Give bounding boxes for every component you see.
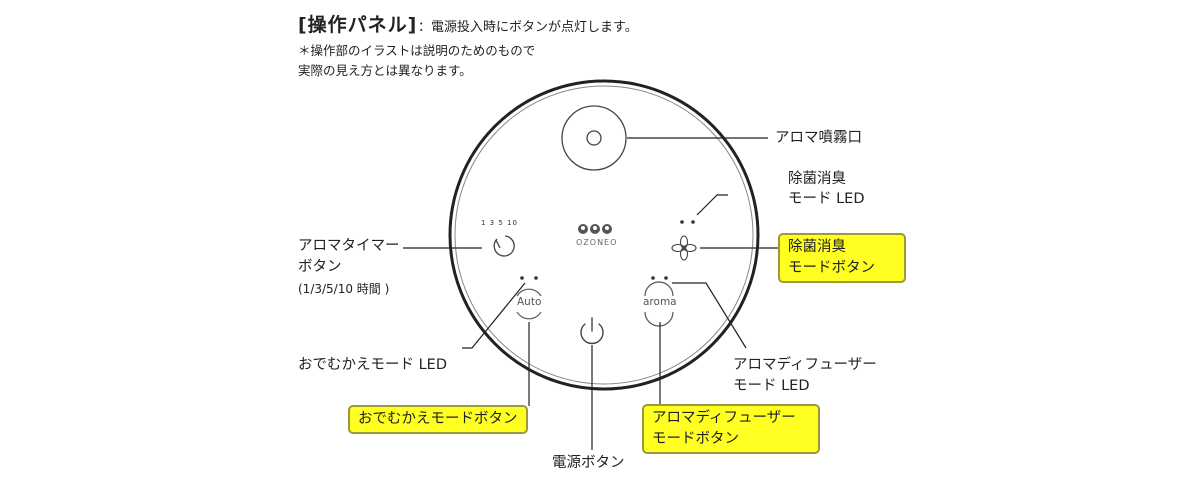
note-line-2: 実際の見え方とは異なります。	[298, 63, 472, 78]
device-outer-ring	[448, 79, 760, 391]
label-sterilize-led-1: 除菌消臭	[788, 171, 846, 187]
page-subtitle: ：電源投入時にボタンが点灯します。	[418, 20, 638, 35]
aroma-button-label: aroma	[643, 296, 677, 308]
label-sterilize-button-2: モードボタン	[788, 260, 875, 276]
note-line-1: ＊操作部のイラストは説明のためのもので	[298, 43, 536, 58]
label-diffuser-button: アロマディフューザー モードボタン	[642, 404, 820, 454]
logo-text: OZONEO	[576, 238, 618, 247]
label-sterilize-button: 除菌消臭 モードボタン	[778, 233, 906, 283]
label-diffuser-led-1: アロマディフューザー	[733, 357, 877, 373]
label-diffuser-led-2: モード LED	[733, 378, 810, 394]
aroma-mist-outlet	[561, 105, 627, 171]
label-power-button: 電源ボタン	[552, 455, 625, 471]
device-inner-ring	[454, 85, 754, 385]
label-timer-1: アロマタイマー	[298, 238, 400, 254]
leader-lines	[403, 137, 778, 450]
aroma-mist-hole	[586, 130, 602, 146]
timer-ticks: 1 3 5 10	[481, 219, 518, 227]
label-sterilize-led-2: モード LED	[788, 191, 865, 207]
auto-button-label: Auto	[517, 296, 542, 308]
welcome-led-dots	[520, 276, 538, 280]
label-diffuser-button-2: モードボタン	[652, 431, 739, 447]
label-welcome-button: おでむかえモードボタン	[348, 405, 528, 434]
page-title: [操作パネル]	[298, 14, 418, 36]
label-aroma-mist: アロマ噴霧口	[775, 130, 862, 146]
timer-icon	[493, 235, 515, 257]
power-icon	[580, 317, 604, 345]
label-timer-3: (1/3/5/10 時間 )	[298, 282, 390, 296]
label-diffuser-button-1: アロマディフューザー	[652, 410, 796, 426]
auto-button-arcs	[516, 288, 542, 320]
label-timer-2: ボタン	[298, 259, 342, 275]
sterilize-led-dots	[680, 220, 695, 224]
ozoneo-logo-icon	[578, 224, 612, 234]
label-sterilize-button-1: 除菌消臭	[788, 239, 846, 255]
diffuser-led-dots	[651, 276, 668, 280]
fan-icon	[671, 235, 697, 261]
aroma-button-arcs	[644, 281, 674, 327]
label-welcome-led: おでむかえモード LED	[298, 357, 448, 373]
